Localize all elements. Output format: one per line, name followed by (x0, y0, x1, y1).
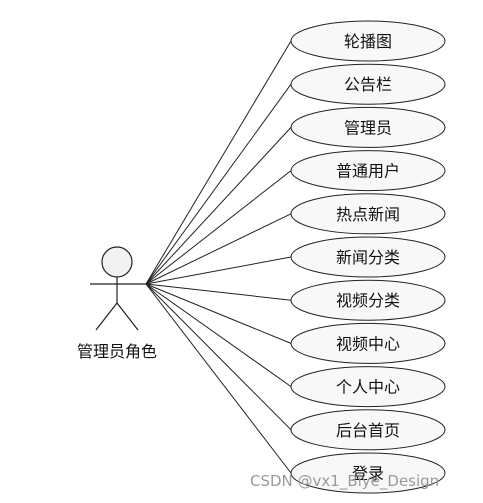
use-case: 新闻分类 (290, 236, 446, 278)
use-case: 管理员 (290, 106, 446, 148)
association-line (145, 283, 292, 301)
use-case-ellipse (290, 150, 446, 192)
association-line (145, 40, 292, 285)
use-case-ellipse (290, 279, 446, 321)
use-case-label: 视频分类 (336, 291, 400, 310)
watermark: CSDN @vx1_Biye_Design (250, 472, 440, 490)
use-case-label: 登录 (352, 464, 384, 483)
use-case-label: 公告栏 (344, 75, 392, 94)
use-case: 个人中心 (290, 366, 446, 408)
actor-left-leg (95, 302, 118, 331)
use-case: 视频中心 (290, 322, 446, 364)
association-line (145, 283, 292, 474)
use-case: 热点新闻 (290, 193, 446, 235)
association-line (145, 213, 292, 285)
use-case-ellipse (290, 106, 446, 148)
use-case-ellipse (290, 63, 446, 105)
association-lines (145, 40, 292, 474)
use-case-label: 轮播图 (344, 32, 392, 51)
association-line (145, 170, 292, 285)
actor-right-leg (116, 302, 139, 331)
use-case: 视频分类 (290, 279, 446, 321)
use-case-label: 热点新闻 (336, 205, 400, 224)
association-line (145, 256, 292, 285)
use-case-label: 后台首页 (336, 421, 400, 440)
use-case-label: 普通用户 (336, 162, 400, 181)
association-line (145, 283, 292, 431)
use-case: 登录 (290, 452, 446, 494)
actor: 管理员角色 (77, 246, 157, 361)
use-case: 轮播图 (290, 20, 446, 62)
use-case-label: 管理员 (344, 118, 392, 137)
use-case: 普通用户 (290, 150, 446, 192)
use-case: 后台首页 (290, 409, 446, 451)
actor-head-icon (101, 246, 133, 278)
use-case-ellipse (290, 236, 446, 278)
use-case-ellipse (290, 409, 446, 451)
use-case-ellipse (290, 193, 446, 235)
use-case-label: 新闻分类 (336, 248, 400, 267)
association-line (145, 83, 292, 285)
use-case-label: 视频中心 (336, 334, 400, 353)
association-line (145, 283, 292, 388)
use-case-ellipse (290, 452, 446, 494)
use-case-ellipse (290, 322, 446, 364)
use-case-ellipse (290, 20, 446, 62)
use-case-label: 个人中心 (336, 378, 400, 397)
use-case-ellipse (290, 366, 446, 408)
association-line (145, 283, 292, 344)
association-line (145, 127, 292, 285)
actor-label: 管理员角色 (77, 342, 157, 361)
use-case: 公告栏 (290, 63, 446, 105)
